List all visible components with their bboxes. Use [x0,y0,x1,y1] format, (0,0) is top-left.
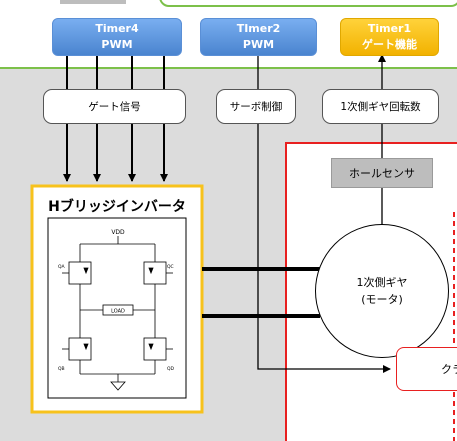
qd-label: QD [167,366,175,372]
load-label: LOAD [111,309,125,315]
clutch-block: クラ [396,347,457,391]
hall-sensor-block: ホールセンサ [331,158,433,188]
timer1-name: Timer1 [367,22,412,35]
gate-signal-label: ゲート信号 [43,89,186,124]
h-bridge-schematic [62,236,173,391]
timer1-block: Timer1 ゲート機能 [340,18,439,56]
servo-control-label: サーボ制御 [216,89,296,124]
qb-label: QB [58,366,65,372]
vdd-label: VDD [111,229,125,236]
motor-label-line1: 1次側ギヤ [356,276,408,289]
timer4-block: Timer4 PWM [52,18,182,56]
qc-label: QC [167,264,174,270]
inverter-title: Hブリッジインバータ [48,198,186,215]
timer2-name: TImer2 [236,22,281,35]
timer2-mode: PWM [242,38,275,51]
motor-circle: 1次側ギヤ (モータ) [315,224,449,358]
upper-left-gray-block [60,0,126,4]
timer4-name: Timer4 [95,22,139,35]
upper-inner-frame [159,0,457,7]
motor-label-line2: (モータ) [361,293,403,306]
timer1-mode: ゲート機能 [362,38,417,51]
gear-speed-label: 1次側ギヤ回転数 [322,89,439,124]
qa-label: QA [58,264,66,270]
timer4-mode: PWM [101,38,133,51]
clutch-label: クラ [441,363,457,376]
timer2-block: TImer2 PWM [200,18,317,56]
